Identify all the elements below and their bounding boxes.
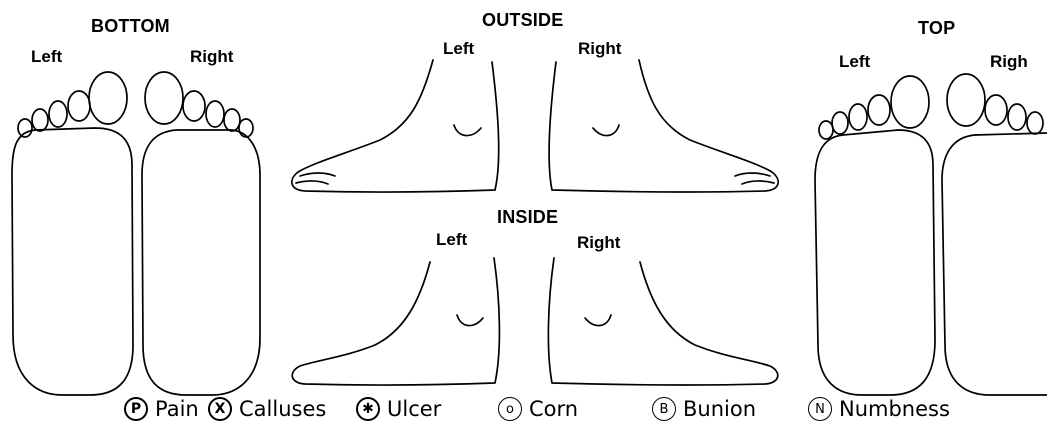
ulcer-symbol-icon: ✱ bbox=[356, 397, 380, 421]
legend-label-numbness: Numbness bbox=[839, 397, 950, 421]
outside-right-foot[interactable] bbox=[549, 60, 778, 192]
legend-label-pain: Pain bbox=[155, 397, 199, 421]
pain-symbol-icon: P bbox=[124, 397, 148, 421]
bunion-symbol-icon: B bbox=[652, 397, 676, 421]
inside-right-foot[interactable] bbox=[548, 258, 777, 385]
bottom-right-foot[interactable] bbox=[142, 72, 260, 395]
legend-label-bunion: Bunion bbox=[683, 397, 756, 421]
legend-item-calluses: X Calluses bbox=[208, 397, 326, 421]
legend-label-corn: Corn bbox=[529, 397, 578, 421]
calluses-symbol-icon: X bbox=[208, 397, 232, 421]
bottom-left-foot[interactable] bbox=[12, 72, 133, 395]
legend: P Pain X Calluses ✱ Ulcer o Corn B Bunio… bbox=[0, 397, 1047, 431]
legend-item-ulcer: ✱ Ulcer bbox=[356, 397, 441, 421]
legend-label-calluses: Calluses bbox=[239, 397, 326, 421]
legend-item-corn: o Corn bbox=[498, 397, 578, 421]
outside-left-foot[interactable] bbox=[292, 60, 499, 192]
legend-item-pain: P Pain bbox=[124, 397, 199, 421]
numbness-symbol-icon: N bbox=[808, 397, 832, 421]
legend-item-bunion: B Bunion bbox=[652, 397, 756, 421]
top-left-foot[interactable] bbox=[815, 76, 935, 395]
legend-label-ulcer: Ulcer bbox=[387, 397, 441, 421]
inside-left-foot[interactable] bbox=[292, 258, 499, 385]
legend-item-numbness: N Numbness bbox=[808, 397, 950, 421]
corn-symbol-icon: o bbox=[498, 397, 522, 421]
top-right-foot[interactable] bbox=[942, 74, 1047, 395]
